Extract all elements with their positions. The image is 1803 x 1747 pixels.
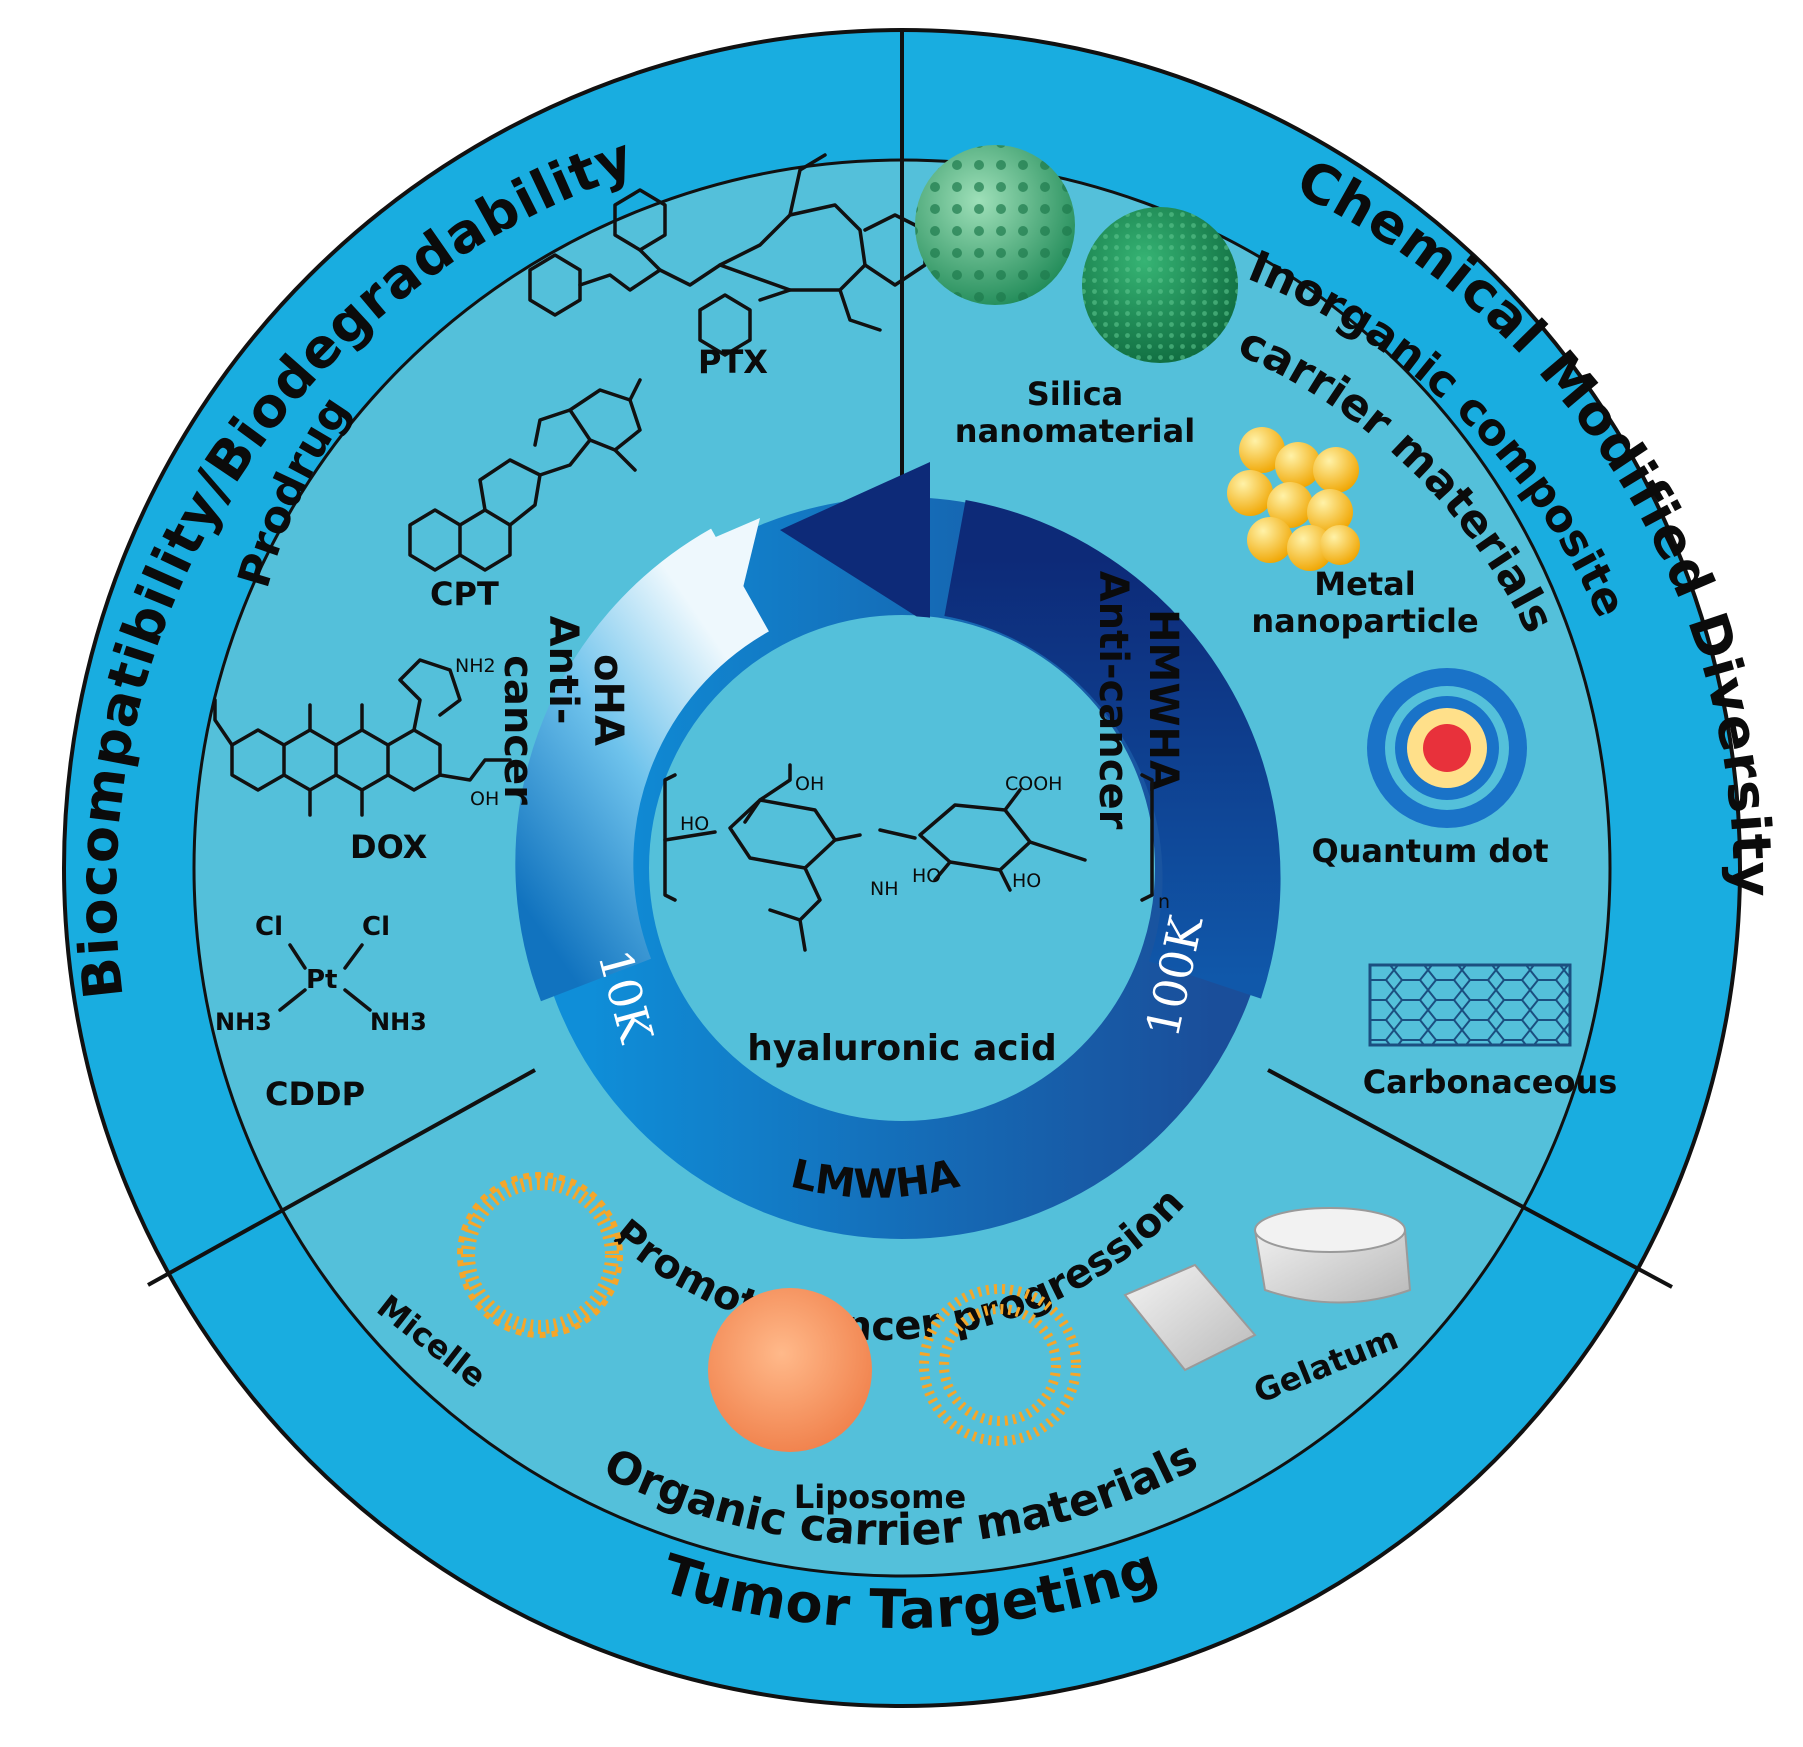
silica-sphere-1-pores: [915, 145, 1075, 305]
oha-effect-line2: cancer: [495, 655, 541, 805]
divider-right: [1267, 1068, 1673, 1289]
silica-sphere-2-pores: [1082, 207, 1238, 363]
ptx-structure: PTX: [528, 153, 927, 381]
gold-bead: [1239, 427, 1285, 473]
gold-bead: [1313, 447, 1359, 493]
cddp-nh3-1: NH3: [215, 1008, 272, 1036]
formula-nh: NH: [870, 878, 899, 900]
formula-ho-3: HO: [1012, 870, 1041, 892]
formula-n: n: [1158, 891, 1170, 913]
cddp-structure: Cl Cl Pt NH3 NH3 CDDP: [215, 912, 427, 1113]
gold-bead: [1287, 525, 1333, 571]
dox-label: DOX: [350, 828, 428, 866]
quantum-dot-core: [1423, 724, 1471, 772]
micelle-heads: [457, 1172, 623, 1338]
cpt-label: CPT: [430, 575, 499, 613]
liposome-solid: [708, 1288, 872, 1452]
gold-bead: [1320, 525, 1360, 565]
cddp-pt: Pt: [306, 965, 337, 995]
carbonaceous-label: Carbonaceous: [1363, 1063, 1618, 1101]
cycle-left-tip: [690, 518, 760, 600]
cddp-cl-1: Cl: [255, 912, 283, 942]
cycle-center: [650, 616, 1154, 1120]
silica-label-line2: nanomaterial: [955, 412, 1195, 450]
gold-bead: [1247, 517, 1293, 563]
silica-nanomaterial: Silica nanomaterial: [915, 145, 1238, 450]
oha-effect-line1: Anti-: [540, 616, 586, 725]
cddp-cl-2: Cl: [362, 912, 390, 942]
formula-ho-1: HO: [680, 813, 709, 835]
gold-bead: [1275, 442, 1321, 488]
liposome: Liposome: [708, 1284, 1081, 1516]
cycle-arrowhead: [780, 462, 930, 625]
formula-cooh: COOH: [1005, 773, 1062, 795]
gold-bead: [1267, 482, 1313, 528]
gold-bead: [1227, 470, 1273, 516]
cycle-right-arc: [943, 499, 1281, 999]
hyaluronic-acid-label: hyaluronic acid: [747, 1028, 1056, 1069]
liposome-label: Liposome: [794, 1478, 966, 1516]
dox-structure: DOX NH2 OH: [213, 655, 512, 866]
liposome-bilayer-inner: [939, 1304, 1061, 1426]
nanotube-lattice: [1370, 965, 1570, 1045]
hyaluronic-acid-structure: HO OH COOH NH HO HO n: [663, 763, 1170, 952]
cddp-label: CDDP: [265, 1075, 365, 1113]
formula-ho-2: HO: [912, 865, 941, 887]
cddp-nh3-2: NH3: [370, 1008, 427, 1036]
gold-bead: [1307, 489, 1353, 535]
molecular-weight-cycle: [515, 462, 1281, 1239]
oha-label: oHA: [585, 654, 631, 746]
metal-label-line1: Metal: [1314, 565, 1415, 603]
cycle-left-arc: [515, 528, 770, 1002]
ptx-label: PTX: [698, 343, 768, 381]
silica-label-line1: Silica: [1027, 375, 1124, 413]
dox-nh2: NH2: [455, 655, 496, 677]
cpt-structure: CPT: [408, 378, 642, 613]
micelle-tails: [461, 1176, 619, 1334]
metal-nanoparticle: Metal nanoparticle: [1227, 427, 1479, 640]
quantum-dot-label: Quantum dot: [1311, 832, 1548, 870]
divider-left: [147, 1068, 536, 1287]
formula-oh: OH: [795, 773, 824, 795]
quantum-dot: Quantum dot: [1311, 668, 1549, 870]
gel-cylinder-top: [1254, 1207, 1406, 1253]
hmwha-label: HMWHA: [1140, 609, 1186, 791]
gelatum: Gelatum: [1123, 1207, 1412, 1411]
liposome-bilayer-outer: [919, 1284, 1081, 1446]
dox-oh: OH: [470, 788, 499, 810]
carbon-nanotube: Carbonaceous: [1363, 963, 1618, 1101]
gel-cube: [1123, 1263, 1257, 1372]
metal-label-line2: nanoparticle: [1251, 602, 1478, 640]
hmwha-effect-label: Anti-cancer: [1090, 571, 1136, 830]
